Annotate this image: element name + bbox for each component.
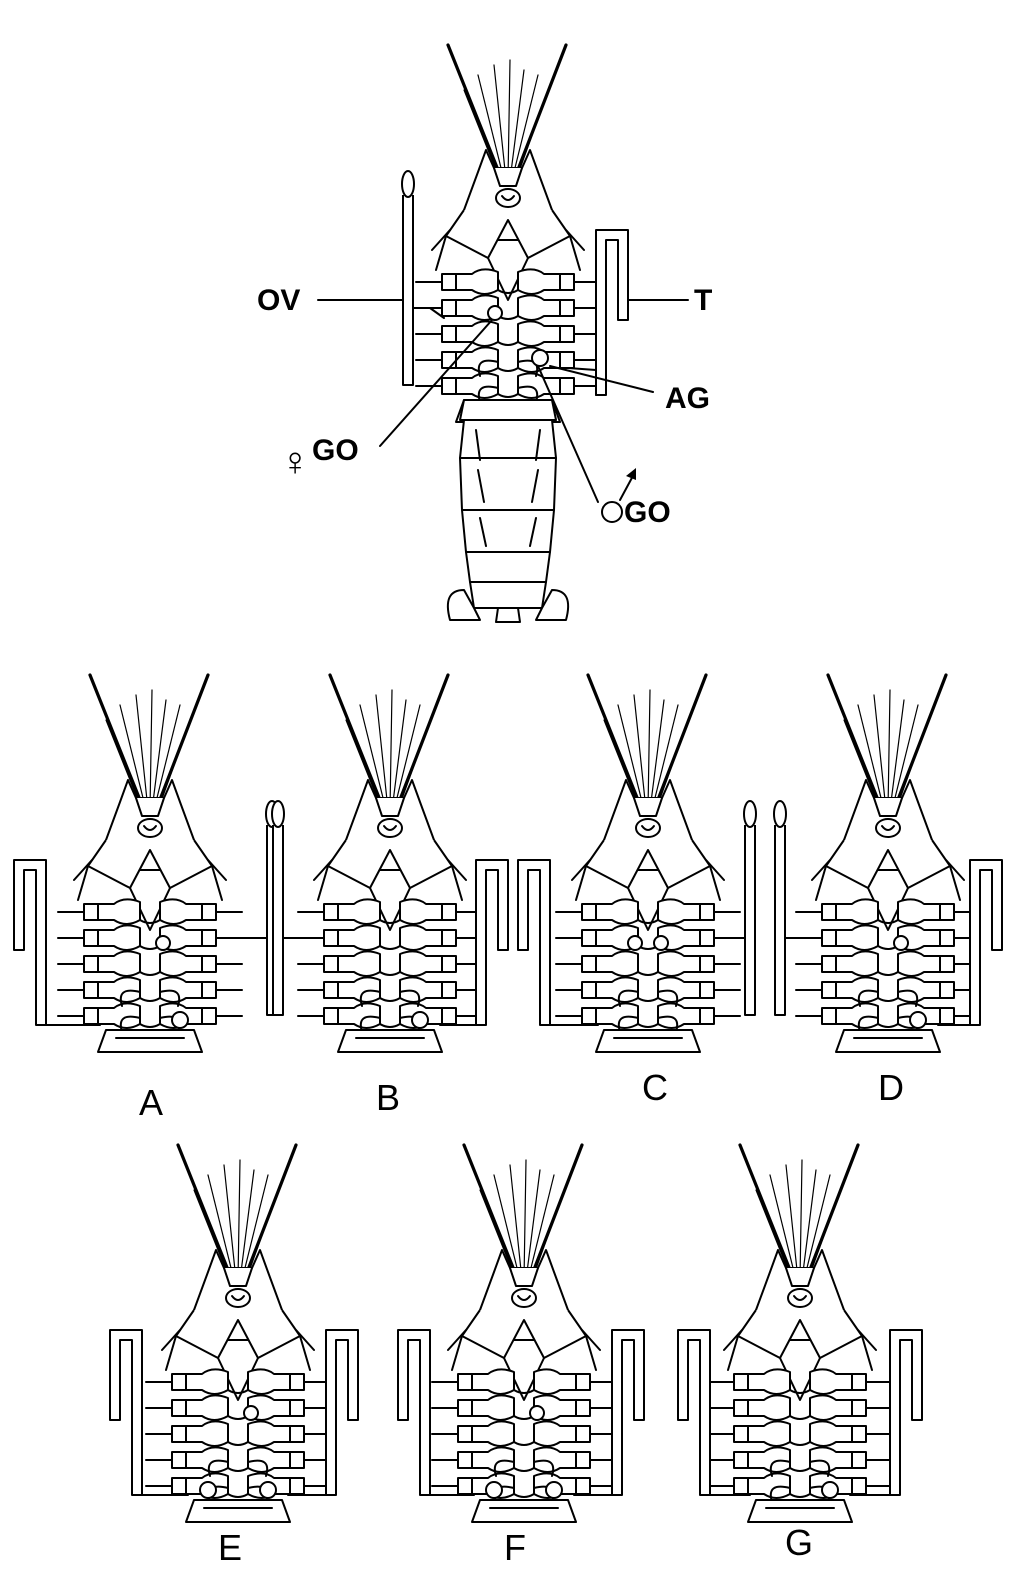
panel-label-f: F	[504, 1527, 526, 1568]
panel-d-crayfish	[774, 675, 1002, 1052]
male-gonopore	[200, 1482, 216, 1498]
cephalothorax	[432, 1145, 616, 1522]
left-testis-organ	[110, 1330, 142, 1495]
panel-label-g: G	[785, 1522, 813, 1563]
label-female-go: GO	[312, 434, 359, 467]
cephalothorax	[556, 675, 740, 1052]
right-ovary-organ	[744, 801, 756, 1015]
right-testis-organ	[326, 1330, 358, 1495]
panel-label-d: D	[878, 1067, 904, 1108]
male-gonopore	[910, 1012, 926, 1028]
panel-g-crayfish	[678, 1145, 922, 1522]
right-testis-organ	[476, 860, 508, 1025]
male-gonopore	[412, 1012, 428, 1028]
left-ovary-organ	[774, 801, 786, 1015]
panel-a-crayfish	[14, 675, 278, 1052]
female-symbol: ♀	[280, 440, 310, 484]
cephalothorax	[298, 675, 482, 1052]
panel-label-e: E	[218, 1527, 242, 1568]
right-testis-organ	[612, 1330, 644, 1495]
male-gonopore	[546, 1482, 562, 1498]
panel-c-crayfish	[518, 675, 756, 1052]
left-testis-organ	[678, 1330, 710, 1495]
male-gonopore	[172, 1012, 188, 1028]
female-gonopore	[628, 936, 642, 950]
panel-label-c: C	[642, 1067, 668, 1108]
label-male-go: GO	[624, 496, 671, 529]
panel-f-crayfish	[398, 1145, 644, 1522]
panel-b-crayfish	[272, 675, 508, 1052]
panel-e-crayfish	[110, 1145, 358, 1522]
male-gonopore	[822, 1482, 838, 1498]
female-gonopore	[894, 936, 908, 950]
right-testis-organ	[890, 1330, 922, 1495]
left-ovary-organ	[272, 801, 284, 1015]
panel-label-a: A	[139, 1082, 163, 1123]
cephalothorax	[796, 675, 980, 1052]
label-ov: OV	[257, 284, 300, 317]
panel-label-b: B	[376, 1077, 400, 1118]
female-gonopore	[156, 936, 170, 950]
female-gonopore	[654, 936, 668, 950]
cephalothorax	[708, 1145, 892, 1522]
male-gonopore	[486, 1482, 502, 1498]
label-t: T	[694, 284, 712, 317]
left-testis-organ	[518, 860, 550, 1025]
cephalothorax	[146, 1145, 330, 1522]
left-testis-organ	[14, 860, 46, 1025]
cephalothorax	[58, 675, 242, 1052]
right-testis-organ	[970, 860, 1002, 1025]
main-crayfish	[318, 45, 688, 622]
left-testis-organ	[398, 1330, 430, 1495]
female-gonopore	[244, 1406, 258, 1420]
female-gonopore	[530, 1406, 544, 1420]
abdomen	[448, 400, 568, 622]
label-ag: AG	[665, 382, 710, 415]
male-gonopore	[260, 1482, 276, 1498]
